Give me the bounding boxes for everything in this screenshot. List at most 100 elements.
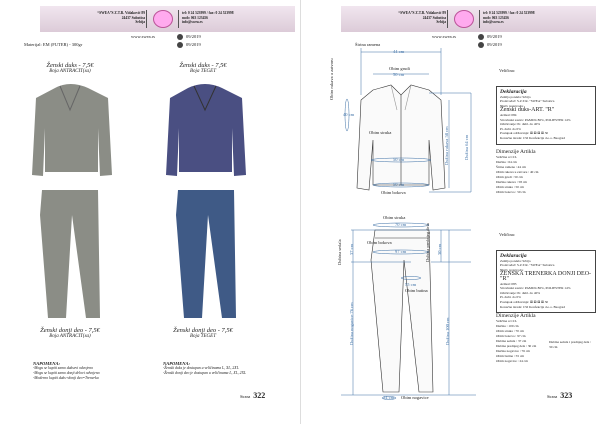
website[interactable]: www.swea.rs [131,34,155,39]
text-label: Obim grudi : 50 cm [496,175,523,179]
text-label: 09/2019 [487,42,502,47]
text-label: Obim struka [383,215,406,220]
note-left: NAPOMENA:-Mogu se kupiti samo duksevi od… [33,361,100,381]
text-label: Ženski duks - 7,5€ [179,62,227,69]
text-label: Boja TEGET [190,69,216,74]
material: Materijal: EM (FUTER) - 300gr [24,42,83,47]
text-label: 24437 Subotica [121,15,145,20]
text-label: Boja ANTRACIT(sa) [49,69,91,74]
text-label: Zemlja porekla: Srbija [500,94,531,99]
text-label: Obim struka [369,130,392,135]
navy-hoodie-image [166,84,246,176]
text-label: Dužina nogavice : 76 cm [496,349,530,353]
text-label: 50 cm [393,157,405,162]
text-label: 30 cm [437,243,442,255]
text-label: 55 cm [405,282,417,287]
text-label: Održavanje: Pr. dubl. do 40% [500,122,541,127]
text-label: Srbija [436,20,446,25]
text-label: 322 [253,391,266,400]
text-label: tel: 0 24 523999 / fax: 0 24 523998 [182,11,234,15]
text-label: mob: 063 123456 [182,15,208,20]
text-label: Veličina: [499,68,515,73]
text-label: Postupak održavanja: ⊠ ⊠ ⊠ ⊠ 30 [500,299,549,304]
text-label: Obim butina [405,288,428,293]
pants-drawing [370,229,434,393]
text-label: Dužina : 100 cm [496,324,519,328]
text-label: Sirovinski sastav: PAMUK 86%, POLIESTER … [500,286,571,291]
text-label: Dužina : 64 cm [496,160,517,164]
text-label: Obim struka : 70 cm [496,329,524,333]
text-label: Dubina sedala : 37 cm [496,339,527,343]
text-label: tel: 0 24 523999 / fax: 0 24 523998 [483,11,535,15]
text-label: -Mogu se kupiti samo donji delovi odvoje… [33,371,100,375]
text-label: 70 cm [395,222,407,227]
text-label: 37 cm [349,243,354,255]
hoodie-drawing [356,84,446,191]
text-label: 09/2019 [487,34,502,39]
text-label: Obim nogavice : 24 cm [496,359,528,363]
text-label: Pr. dubl. do 0% [500,295,522,300]
text-label: Obim nogavice [401,395,429,400]
logo [454,10,474,28]
text-label: Artikal: 083 [500,281,517,286]
text-label: Postupak održavanja: ⊠ ⊠ ⊠ ⊠ 30 [500,131,549,136]
text-label: Ženski donji deo - 7,5€ [173,327,233,334]
text-label: info@swea.rs [483,20,504,25]
note-right: NAPOMENA:-Ženski duks je dostupan u veli… [163,361,246,376]
text-label: Proizvođač: S.Z.T.R. "SWEA" Subotica [500,99,555,104]
product-caption: Ženski donji deo - 7,5€Boja ANTRACIT(sa) [25,327,115,339]
technical-drawings [341,48,476,400]
text-label: -Ženski duks je dostupan u veličinama L,… [163,366,239,370]
product-caption: Ženski donji deo - 7,5€Boja TEGET [158,327,248,339]
text-label: Obim rukava u zatvoru : 40 cm [496,170,539,174]
text-label: -Ženski donji deo je dostupan u veličina… [163,371,246,375]
text-label: 44 cm [393,49,405,54]
text-label: Dužina rukava : 58 cm [496,180,527,184]
text-label: NAPOMENA: [33,361,61,366]
certificate-icon [177,41,183,48]
gray-hoodie-image [32,84,112,176]
text-label: Veličina u CCL [496,155,518,159]
text-label: Zemlja porekla: Srbija [500,258,531,263]
text-label: Ženski donji deo - 7,5€ [40,327,100,334]
text-label: Održavanje: Pr. dubl. do 40% [500,290,541,295]
navy-pants-image [176,190,236,318]
brace-note: Dubina sedala i prednjeg dela : 30 cm [549,340,592,349]
text-label: Dimenzije Artikla [496,149,536,155]
text-label: 40 cm [343,112,355,117]
text-label: 09/2019 [186,34,201,39]
text-label: Ženski duks - 7,5€ [46,62,94,69]
website[interactable]: www.swea.rs [432,34,456,39]
text-label: info@swea.rs [182,20,203,25]
text-label: Konačna izrada: CSI Konfekcija d.o.o. Be… [500,304,565,309]
text-label: 24 cm [383,395,395,400]
text-label: Obim bokova : 50 cm [496,190,526,194]
text-label: 323 [560,391,573,400]
text-label: Dužina nogavice 76 cm [349,302,354,345]
text-label: Dužina 64 cm [464,134,469,160]
text-label: 50 cm [393,182,405,187]
text-label: Dubina sedala [337,239,342,265]
text-label: Deklaracija [500,253,527,259]
text-label: -Mogu se kupiti samo duksevi odvojeno [33,366,93,370]
text-label: Dimenzije Artikla [496,313,536,319]
product-caption: Ženski duks - 7,5€Boja ANTRACIT(sa) [25,62,115,74]
text-label: Obim bokova : 97 cm [496,334,526,338]
text-label: Strana [547,394,558,399]
text-label: 50 cm [393,72,405,77]
text-label: 24437 Subotica [422,15,446,20]
text-label: Širina ramena : 44 cm [496,165,526,169]
text-label: Veličina u CCL [496,319,518,323]
text-label: Boja TEGET [190,334,216,339]
text-label: -Moderno kupiti duks+donji deo=Trenerka [33,376,99,380]
certificate-icon [177,33,183,40]
text-label: Obim bokova [381,190,406,195]
text-label: NAPOMENA: [163,361,191,366]
text-label: Naziv proizvoda: [500,267,524,272]
